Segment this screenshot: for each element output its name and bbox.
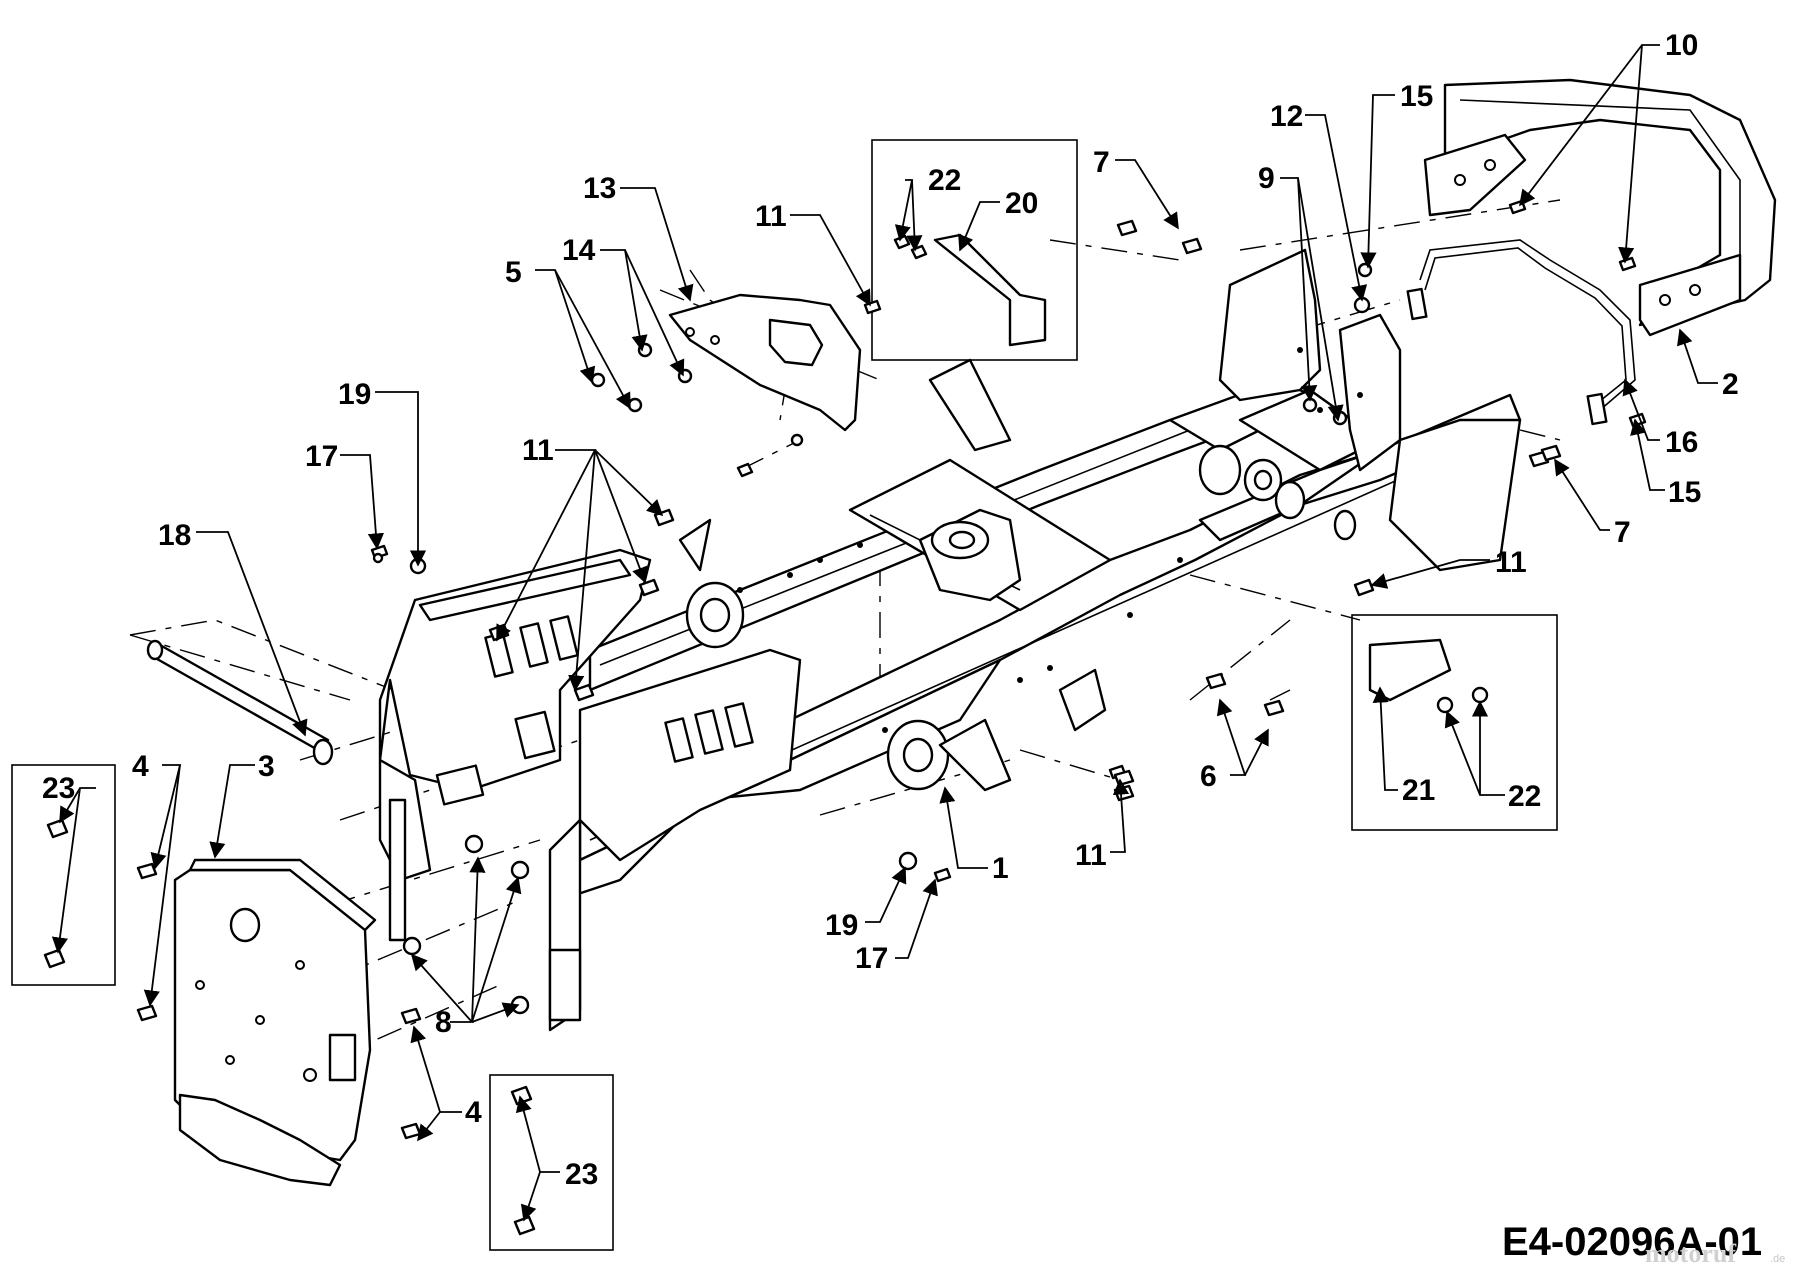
callout-2: 2	[1722, 368, 1739, 401]
callout-14: 14	[562, 234, 596, 267]
callout-17-top: 17	[305, 440, 338, 473]
callout-11-bottom: 11	[1075, 839, 1107, 872]
watermark: motoruf .de	[1645, 1239, 1785, 1268]
detail-box-21-22	[1351, 614, 1558, 831]
leader-lines	[51, 44, 1718, 1222]
callout-22-lower: 22	[1508, 780, 1541, 813]
callout-11-mid: 11	[522, 434, 554, 467]
callout-3: 3	[258, 750, 275, 783]
part-3-side-plate	[173, 858, 377, 1187]
callout-9: 9	[1258, 162, 1275, 195]
callout-5: 5	[505, 256, 522, 289]
callout-19-top: 19	[338, 378, 371, 411]
callout-15-right: 15	[1668, 476, 1701, 509]
watermark-suffix: .de	[1770, 1253, 1785, 1265]
callout-10: 10	[1665, 29, 1698, 62]
part-16-hitch-rod	[1406, 239, 1636, 426]
callout-11-right: 11	[1495, 546, 1527, 579]
callout-labels: 1 2 3 4 4 5 6 7 7 8 9 10 11 11 11 11 12 …	[42, 29, 1739, 1191]
callout-19-bottom: 19	[825, 909, 858, 942]
callout-7-right: 7	[1614, 516, 1631, 549]
watermark-text: motoruf	[1645, 1239, 1736, 1268]
part-2-rear-bumper	[1423, 78, 1777, 337]
callout-16: 16	[1665, 426, 1698, 459]
callout-8: 8	[435, 1006, 452, 1039]
left-dash-panel	[378, 548, 652, 942]
callout-4-bottom: 4	[465, 1096, 482, 1129]
callout-11-top: 11	[755, 200, 787, 233]
callout-7-top: 7	[1093, 146, 1110, 179]
right-dash-panel	[548, 648, 802, 1032]
callout-23-bottom: 23	[565, 1158, 598, 1191]
callout-18: 18	[158, 519, 191, 552]
callout-6: 6	[1200, 760, 1217, 793]
callout-22-upper: 22	[928, 164, 961, 197]
callout-20: 20	[1005, 187, 1038, 220]
part-13-upper-plate	[668, 293, 862, 432]
callout-21: 21	[1402, 774, 1435, 807]
callout-15-top: 15	[1400, 80, 1433, 113]
drawing-code: E4-02096A-01	[1502, 1220, 1762, 1264]
callout-17-bottom: 17	[855, 942, 888, 975]
callout-1: 1	[992, 852, 1009, 885]
callout-23-left: 23	[42, 772, 75, 805]
detail-box-20-22	[871, 139, 1078, 361]
callout-13: 13	[583, 172, 616, 205]
detail-box-23-left	[11, 764, 116, 986]
part-18-shaft	[146, 639, 334, 766]
callout-12: 12	[1270, 100, 1303, 133]
callout-4-top: 4	[132, 750, 149, 783]
